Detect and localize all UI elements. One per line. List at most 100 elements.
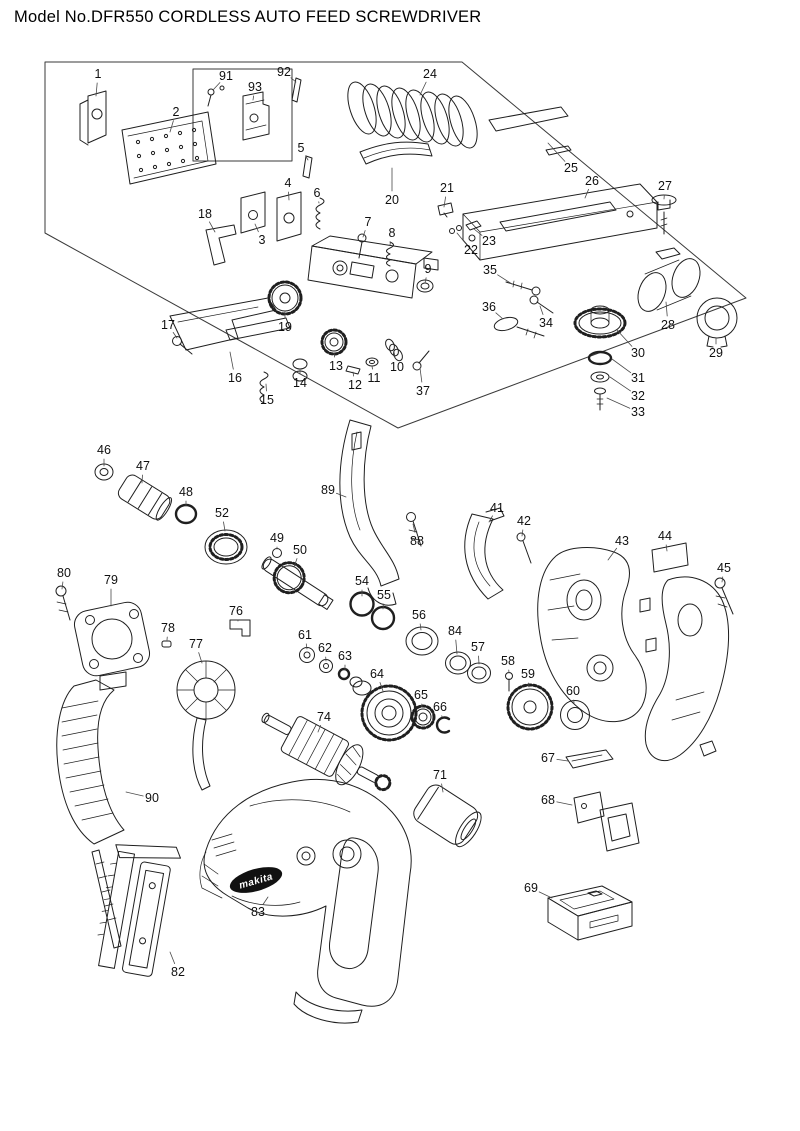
leader-line	[254, 223, 259, 233]
part-number-label: 55	[377, 588, 391, 602]
part-number-label: 78	[161, 621, 175, 635]
leader-line	[556, 801, 573, 806]
part-number-label: 12	[348, 378, 362, 392]
part-number-label: 23	[482, 234, 496, 248]
leader-line	[455, 639, 458, 655]
part-number-label: 7	[365, 215, 372, 229]
part-number-label: 14	[293, 376, 307, 390]
leader-line	[389, 241, 391, 246]
part-number-label: 83	[251, 905, 265, 919]
leader-line	[172, 331, 178, 339]
part-33-screw	[594, 387, 606, 411]
part-28-solenoid	[637, 247, 701, 312]
part-number-label: 10	[390, 360, 404, 374]
part-6-spring	[315, 197, 325, 230]
part-37-screw	[412, 350, 430, 371]
part-number-label: 79	[104, 573, 118, 587]
part-number-label: 90	[145, 791, 159, 805]
part-80-screw	[55, 585, 71, 621]
leader-line	[456, 232, 466, 244]
part-number-label: 52	[215, 506, 229, 520]
part-number-label: 60	[566, 684, 580, 698]
part-4-plate	[276, 191, 302, 242]
part-23-clip	[465, 220, 482, 231]
leader-line	[305, 155, 309, 161]
part-56-sleeve-ring	[405, 626, 439, 656]
part-number-label: 43	[615, 534, 629, 548]
part-number-label: 92	[277, 65, 291, 79]
part-number-label: 80	[57, 566, 71, 580]
part-64-clutch-gear	[349, 676, 418, 742]
part-number-label: 62	[318, 641, 332, 655]
part-number-label: 71	[433, 768, 447, 782]
part-90-grip-cover	[56, 679, 125, 845]
part-41-guide-arm	[464, 507, 505, 600]
part-32-washer	[590, 371, 610, 383]
part-number-label: 30	[631, 346, 645, 360]
part-50-spindle	[261, 556, 334, 610]
part-number-label: 20	[385, 193, 399, 207]
leader-line	[252, 95, 255, 101]
leader-line	[547, 142, 566, 162]
part-52-bearing	[204, 529, 248, 565]
part-number-label: 54	[355, 574, 369, 588]
leader-line	[362, 230, 366, 238]
part-36-wing-bolt	[493, 316, 545, 339]
part-57-ring	[467, 662, 491, 684]
part-number-label: 35	[483, 263, 497, 277]
leader-line	[262, 896, 269, 905]
part-20-cover-strip	[359, 141, 433, 165]
part-12-pin	[345, 365, 361, 375]
leader-line	[317, 724, 322, 733]
leader-line	[424, 277, 427, 284]
part-number-label: 93	[248, 80, 262, 94]
leader-line	[293, 558, 298, 568]
part-number-label: 84	[448, 624, 462, 638]
leader-line	[606, 397, 631, 409]
part-number-label: 15	[260, 393, 274, 407]
leader-line	[290, 77, 297, 83]
leader-line	[371, 365, 373, 370]
part-number-label: 33	[631, 405, 645, 419]
part-44-name-plate	[651, 542, 689, 573]
part-78-pin	[161, 640, 172, 648]
part-number-label: 45	[717, 561, 731, 575]
part-number-label: 34	[539, 316, 553, 330]
part-number-label: 69	[524, 881, 538, 895]
leader-line	[609, 376, 631, 392]
part-17-screw	[172, 336, 193, 355]
leader-line	[305, 643, 308, 650]
part-number-label: 25	[564, 161, 578, 175]
part-number-label: 68	[541, 793, 555, 807]
leader-line	[556, 758, 569, 762]
part-number-label: 13	[329, 359, 343, 373]
part-15-spring	[259, 371, 269, 404]
part-number-label: 59	[521, 667, 535, 681]
leader-line	[473, 228, 483, 236]
leader-line	[229, 351, 234, 370]
part-number-label: 64	[370, 667, 384, 681]
leader-line	[379, 682, 384, 692]
part-number-label: 44	[658, 529, 672, 543]
part-number-label: 65	[414, 688, 428, 702]
leader-line	[95, 82, 98, 97]
leader-line	[521, 529, 524, 537]
part-89-feed-guide	[339, 419, 400, 606]
part-76-clip	[229, 619, 251, 637]
part-number-label: 88	[410, 534, 424, 548]
leader-line	[333, 352, 336, 358]
part-number-label: 2	[173, 105, 180, 119]
leader-line	[607, 547, 618, 561]
part-number-label: 22	[464, 243, 478, 257]
part-number-label: 6	[314, 186, 321, 200]
page-title: Model No.DFR550 CORDLESS AUTO FEED SCREW…	[14, 8, 482, 26]
part-58-screw	[505, 672, 513, 692]
part-68-switch	[573, 791, 640, 852]
part-24-spring	[347, 81, 478, 149]
leader-line	[721, 576, 724, 583]
leader-line	[198, 652, 203, 664]
part-83-main-housing: makita	[199, 778, 412, 1024]
leader-line	[61, 581, 64, 590]
